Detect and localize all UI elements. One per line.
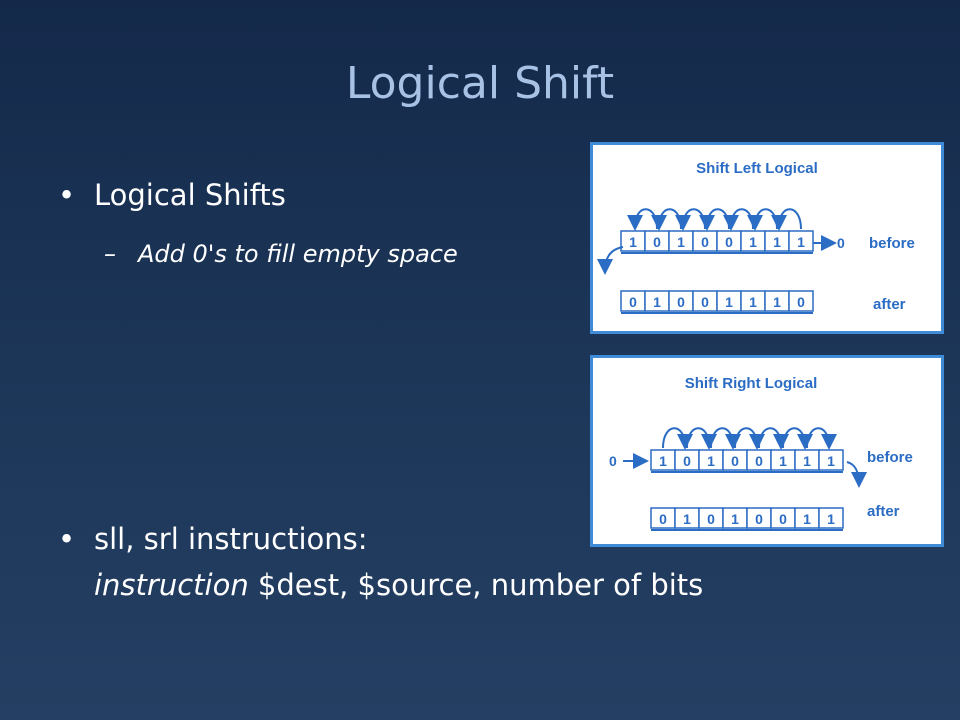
discard-arrow [597, 246, 624, 275]
shift-arcs [627, 208, 802, 231]
shift-arc [723, 208, 754, 231]
bullet-text-line2: instruction $dest, $source, number of bi… [94, 562, 703, 608]
shift-arc [734, 427, 765, 450]
bit-value: 0 [629, 294, 637, 310]
bit-value: 1 [749, 294, 757, 310]
bit-value: 1 [653, 294, 661, 310]
after-label: after [873, 296, 906, 313]
shift-arc [782, 427, 813, 450]
sub-bullet-fill-zeros: – Add 0's to fill empty space [104, 240, 458, 268]
bit-value: 1 [749, 234, 757, 250]
bit-value: 0 [701, 234, 709, 250]
bit-value: 1 [725, 294, 733, 310]
bit-value: 0 [779, 511, 787, 527]
bullet-dot: • [58, 178, 76, 212]
shift-arcs [662, 427, 837, 450]
shift-arc [771, 208, 802, 231]
fill-zero: 0 [837, 235, 845, 251]
bit-value: 0 [755, 453, 763, 469]
bit-value: 0 [659, 511, 667, 527]
shift-arc [686, 427, 717, 450]
shift-arc [699, 208, 730, 231]
bit-value: 1 [797, 234, 805, 250]
diagram-title: Shift Left Logical [696, 160, 818, 177]
instruction-word: instruction [94, 568, 249, 602]
bit-value: 0 [707, 511, 715, 527]
before-label: before [869, 235, 915, 252]
bit-value: 1 [629, 234, 637, 250]
fill-zero: 0 [609, 453, 617, 469]
bit-value: 0 [677, 294, 685, 310]
bit-value: 0 [683, 453, 691, 469]
discard-arrow [846, 461, 867, 488]
bit-value: 1 [779, 453, 787, 469]
slide-title: Logical Shift [345, 58, 615, 109]
shift-arc [627, 208, 658, 231]
bit-value: 1 [803, 453, 811, 469]
bullet-text-line1: sll, srl instructions: [94, 522, 368, 556]
bit-value: 0 [653, 234, 661, 250]
shift-arc [758, 427, 789, 450]
shift-arc [806, 427, 837, 450]
bit-value: 0 [755, 511, 763, 527]
bit-value: 1 [827, 511, 835, 527]
bit-cell [788, 230, 814, 252]
bullet-logical-shifts: • Logical Shifts [58, 178, 286, 212]
sub-bullet-dash: – [104, 240, 116, 268]
before-label: before [867, 449, 913, 466]
bullet-text: Logical Shifts [94, 178, 286, 212]
bit-value: 1 [659, 453, 667, 469]
diagram-title: Shift Right Logical [685, 375, 818, 392]
bit-cell [818, 507, 844, 529]
sub-bullet-text: Add 0's to fill empty space [138, 240, 458, 268]
bit-value: 1 [683, 511, 691, 527]
shift-arc [662, 427, 693, 450]
bit-value: 1 [707, 453, 715, 469]
bit-value: 1 [773, 294, 781, 310]
bit-value: 1 [827, 453, 835, 469]
bit-value: 1 [803, 511, 811, 527]
bit-value: 0 [701, 294, 709, 310]
bullet-instructions: • sll, srl instructions: instruction $de… [58, 516, 703, 608]
shift-arc [651, 208, 682, 231]
shift-arc [747, 208, 778, 231]
instruction-args: $dest, $source, number of bits [248, 568, 704, 602]
bit-value: 1 [677, 234, 685, 250]
bit-value: 1 [773, 234, 781, 250]
bit-cell [788, 290, 814, 312]
after-label: after [867, 503, 900, 520]
bullet-dot: • [58, 522, 76, 556]
shift-arc [675, 208, 706, 231]
bit-value: 1 [731, 511, 739, 527]
shift-arc [710, 427, 741, 450]
bit-value: 0 [797, 294, 805, 310]
bit-value: 0 [725, 234, 733, 250]
bit-value: 0 [731, 453, 739, 469]
bit-cell [818, 449, 844, 471]
